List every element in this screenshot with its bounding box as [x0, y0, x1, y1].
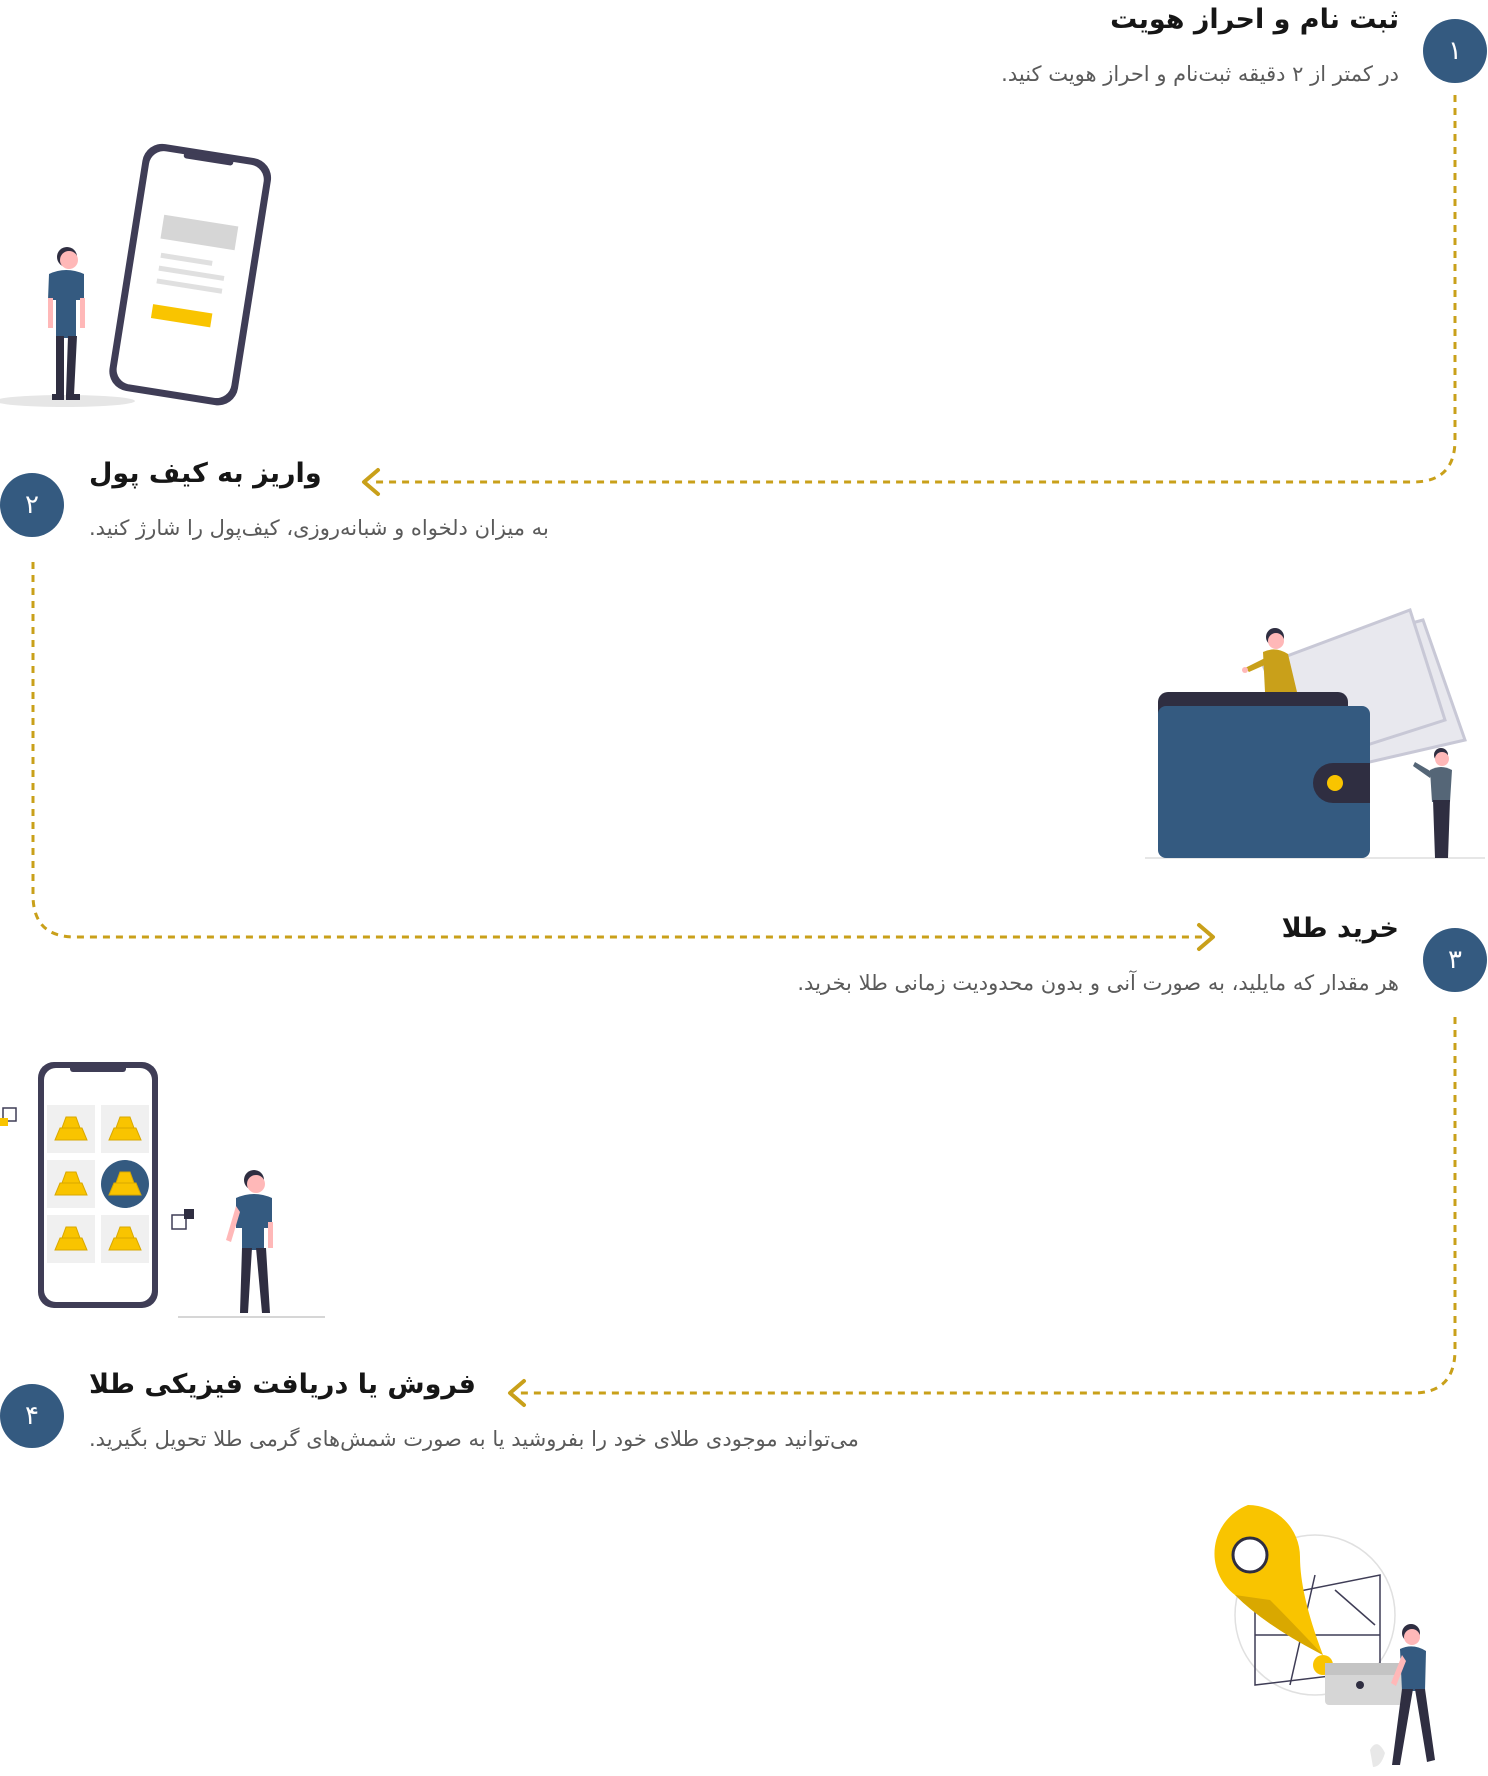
step-description: به میزان دلخواه و شبانه‌روزی، کیف‌پول را… — [89, 516, 549, 540]
arrow-left-icon — [362, 468, 380, 496]
step-title: واریز به کیف پول — [89, 458, 322, 489]
step-description: در کمتر از ۲ دقیقه ثبت‌نام و احراز هویت … — [1001, 62, 1399, 86]
wallet-illustration — [1145, 608, 1485, 859]
step-title: فروش یا دریافت فیزیکی طلا — [89, 1369, 476, 1400]
phone-signup-illustration — [0, 143, 272, 407]
step-title: خرید طلا — [1281, 913, 1399, 944]
arrow-right-icon — [1197, 923, 1215, 951]
step-number-badge: ۱ — [1423, 19, 1487, 83]
step-number-badge: ۳ — [1423, 928, 1487, 992]
step-description: می‌توانید موجودی طلای خود را بفروشید یا … — [89, 1427, 859, 1451]
step-number-badge: ۲ — [0, 473, 64, 537]
step-title: ثبت نام و احراز هویت — [1110, 4, 1399, 35]
step-description: هر مقدار که مایلید، به صورت آنی و بدون م… — [797, 971, 1399, 995]
location-delivery-illustration — [1214, 1505, 1435, 1767]
step-number-badge: ۴ — [0, 1384, 64, 1448]
arrow-left-icon — [508, 1379, 526, 1407]
gold-bars-phone-illustration — [0, 1062, 325, 1318]
